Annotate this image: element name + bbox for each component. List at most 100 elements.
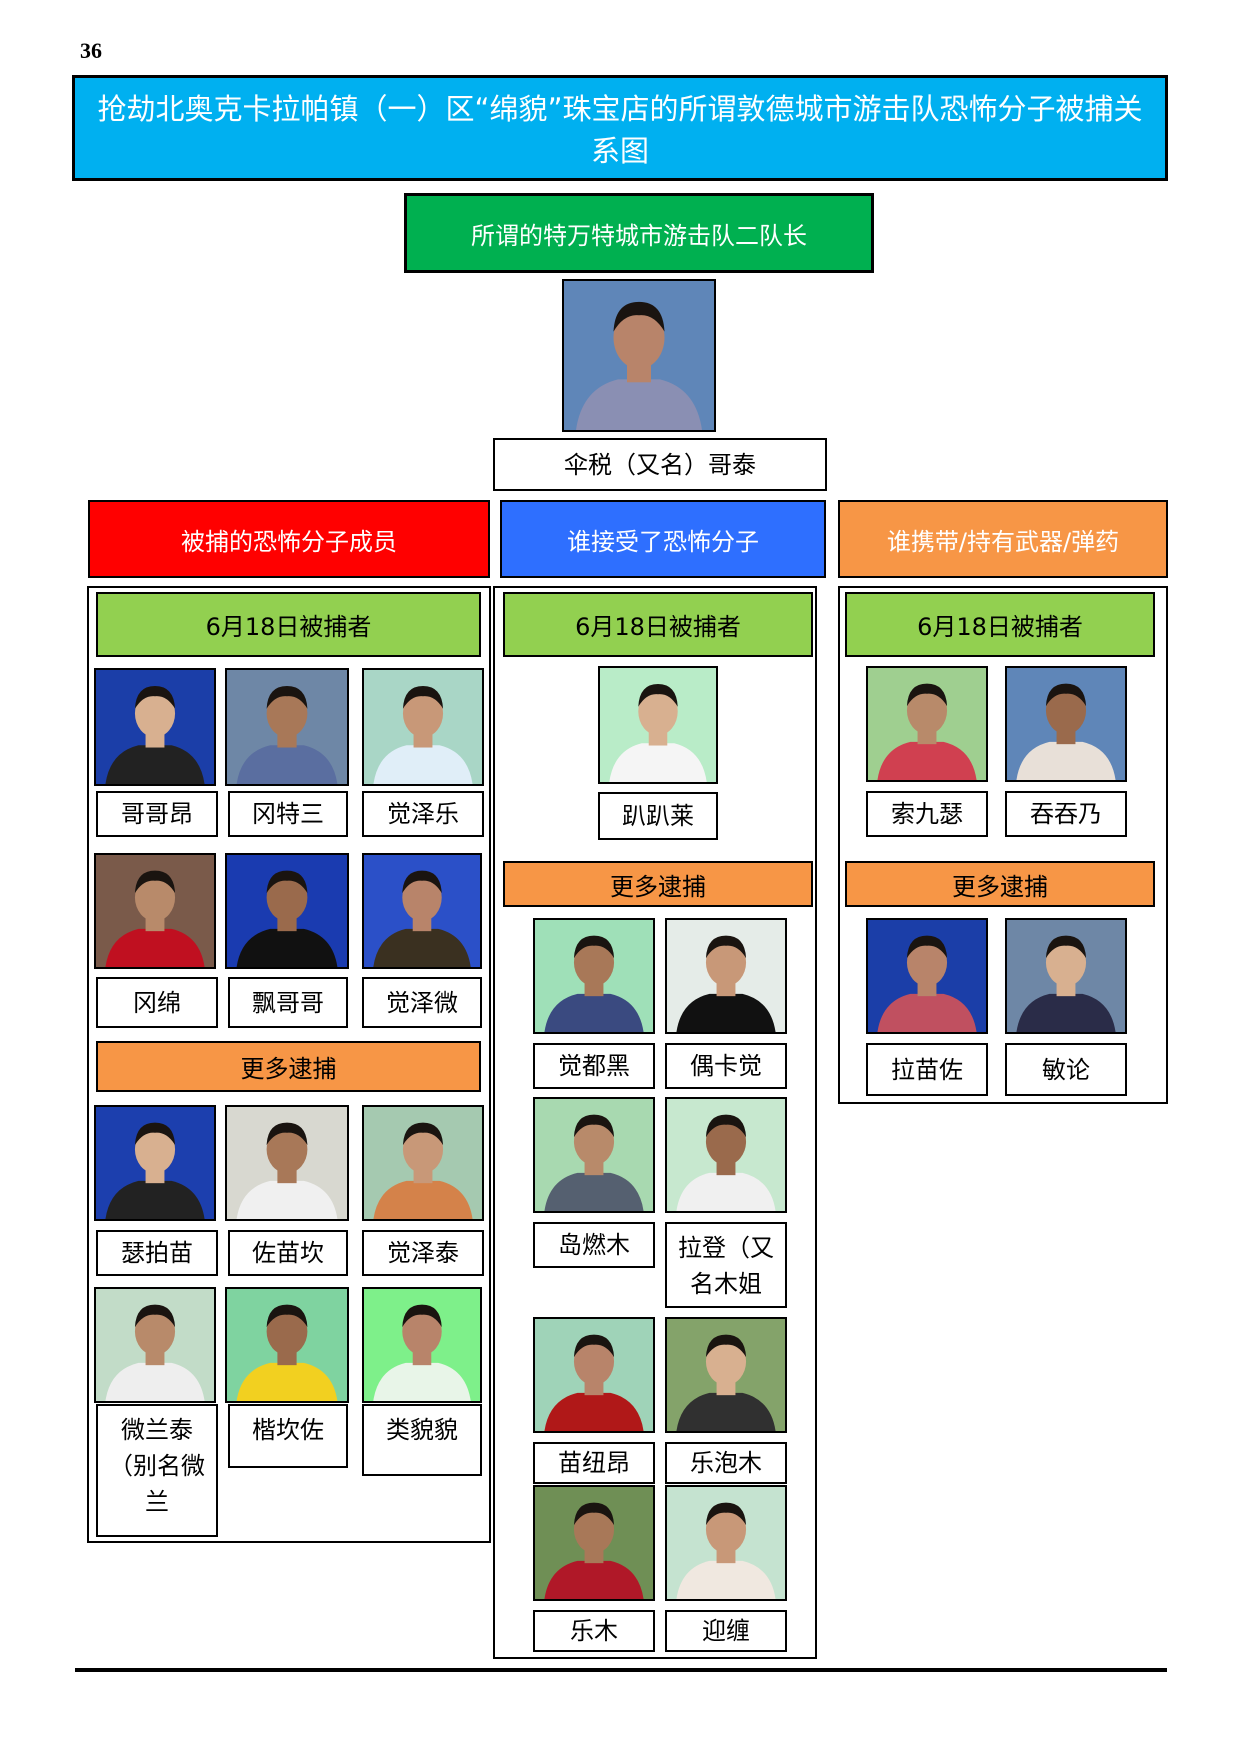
person-photo (94, 853, 216, 969)
photo-torso (373, 745, 473, 784)
photo-torso (236, 1362, 338, 1401)
photo-hair (134, 1304, 176, 1328)
person-photo (225, 1287, 349, 1403)
photo-hair (573, 1502, 615, 1526)
photo-head (573, 939, 615, 987)
photo-head (134, 1126, 176, 1174)
group-label: 更多逮捕 (610, 872, 706, 901)
photo-hair (266, 870, 308, 894)
leader-name: 伞税（又名）哥泰 (564, 450, 756, 479)
person-photo-icon (667, 1487, 785, 1599)
photo-head (402, 689, 444, 738)
person-name-box: 瑟拍苗 (96, 1230, 218, 1276)
photo-head (134, 874, 176, 922)
group-header-june18: 6月18日被捕者 (503, 592, 813, 657)
photo-torso (236, 1180, 338, 1219)
group-label: 更多逮捕 (952, 872, 1048, 901)
person-photo-icon (1007, 920, 1125, 1032)
photo-torso (544, 1560, 644, 1599)
person-name-box: 楷坎佐 (228, 1404, 348, 1468)
person-photo-icon (1007, 668, 1125, 780)
person-photo-icon (667, 1099, 785, 1211)
photo-head (906, 687, 948, 735)
photo-head (705, 1506, 747, 1554)
photo-hair (613, 301, 665, 332)
person-name-box: 觉泽乐 (362, 791, 484, 837)
photo-head (266, 1308, 308, 1356)
person-name-box: 偶卡觉 (665, 1043, 787, 1089)
group-label: 6月18日被捕者 (575, 613, 741, 641)
photo-head (573, 1338, 615, 1386)
group-header-more-arrests: 更多逮捕 (845, 861, 1155, 907)
person-name-box: 哥哥昂 (96, 791, 218, 837)
column-weapons (838, 586, 1168, 1104)
person-name: 吞吞乃 (1030, 800, 1102, 828)
person-name: 冈绵 (133, 988, 181, 1017)
group-label: 6月18日被捕者 (917, 613, 1083, 641)
photo-hair (573, 1334, 615, 1358)
person-name: 苗纽昂 (558, 1449, 630, 1477)
person-photo (533, 1485, 655, 1601)
person-photo-icon (600, 668, 716, 782)
person-name: 觉泽泰 (387, 1239, 459, 1267)
group-header-more-arrests: 更多逮捕 (96, 1041, 481, 1092)
photo-torso (105, 745, 205, 784)
group-header-june18: 6月18日被捕者 (96, 592, 481, 657)
photo-head (266, 874, 308, 922)
photo-hair (906, 935, 948, 959)
photo-head (134, 1308, 176, 1356)
person-photo-icon (364, 1107, 482, 1219)
photo-torso (676, 993, 776, 1032)
person-name: 乐木 (570, 1617, 618, 1645)
person-name-box: 微兰泰（别名微兰 (96, 1404, 218, 1537)
photo-torso (877, 741, 977, 780)
group-header-more-arrests: 更多逮捕 (503, 861, 813, 907)
person-photo (866, 918, 988, 1034)
leader-photo (562, 279, 716, 432)
person-photo (362, 1287, 482, 1403)
person-photo-icon (227, 855, 347, 967)
person-name-box: 吞吞乃 (1005, 791, 1127, 837)
person-name: 拉苗佐 (891, 1055, 963, 1084)
person-photo-icon (535, 920, 653, 1032)
person-name-box: 敏论 (1005, 1043, 1127, 1096)
page-title: 抢劫北奥克卡拉帕镇（一）区“绵貌”珠宝店的所谓敦德城市游击队恐怖分子被捕关系图 (72, 75, 1168, 181)
person-photo (533, 1317, 655, 1433)
person-name-box: 觉都黑 (533, 1043, 655, 1089)
person-name-box: 拉登（又名木姐 (665, 1222, 787, 1308)
person-name: 拉登（又名木姐 (678, 1234, 774, 1298)
person-photo-icon (96, 855, 214, 967)
photo-torso (373, 928, 471, 967)
photo-head (705, 1338, 747, 1386)
category-label: 谁接受了恐怖分子 (567, 527, 759, 556)
leader-role-box: 所谓的特万特城市游击队二队长 (404, 193, 874, 273)
person-name: 哥哥昂 (121, 800, 193, 828)
photo-hair (573, 935, 615, 959)
photo-head (638, 687, 678, 736)
person-name: 楷坎佐 (252, 1416, 324, 1444)
photo-hair (638, 683, 678, 707)
person-photo (665, 918, 787, 1034)
photo-torso (609, 743, 707, 782)
person-name-box: 觉泽微 (362, 977, 482, 1028)
column-members (87, 586, 491, 1543)
photo-hair (705, 1334, 747, 1358)
person-name-box: 拉苗佐 (866, 1043, 988, 1096)
person-photo-icon (227, 1289, 347, 1401)
photo-hair (705, 1114, 747, 1138)
photo-head (906, 939, 948, 987)
person-name: 敏论 (1042, 1055, 1090, 1084)
person-name: 索九瑟 (891, 800, 963, 828)
photo-hair (266, 685, 308, 709)
photo-hair (134, 1122, 176, 1146)
person-name: 瑟拍苗 (121, 1239, 193, 1267)
photo-head (613, 306, 665, 369)
person-name-box: 冈绵 (96, 977, 218, 1028)
person-name-box: 迎缠 (665, 1610, 787, 1652)
person-photo (94, 1105, 216, 1221)
person-photo-icon (868, 668, 986, 780)
person-photo (533, 918, 655, 1034)
photo-torso (105, 928, 205, 967)
person-name: 冈特三 (252, 800, 324, 828)
person-photo (1005, 918, 1127, 1034)
